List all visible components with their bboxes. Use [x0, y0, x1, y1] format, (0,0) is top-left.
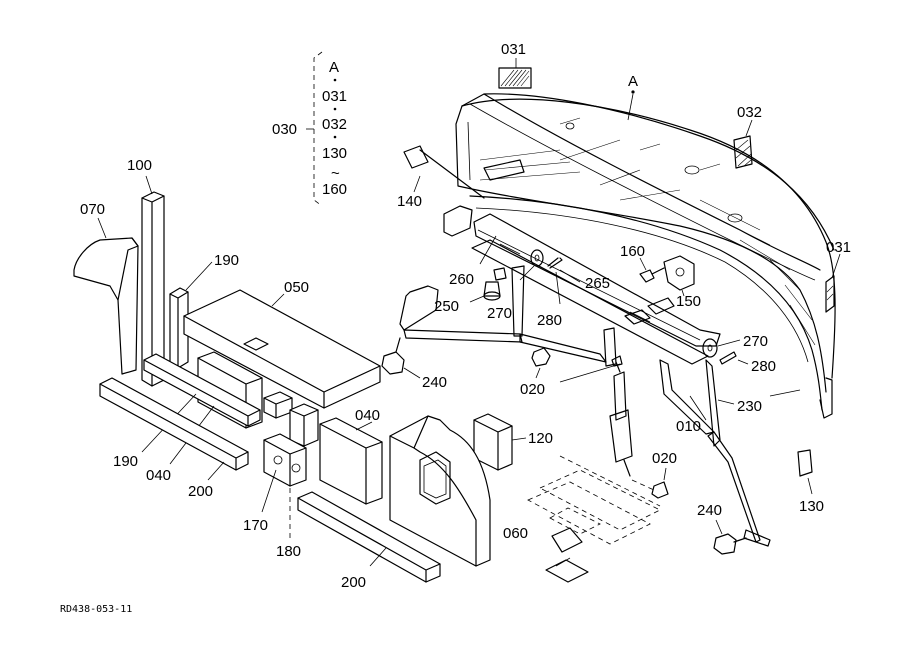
part-160-label: 160 — [620, 243, 645, 260]
part-040-right-label: 040 — [355, 407, 380, 424]
part-250-label: 250 — [434, 298, 459, 315]
part-200-left-label: 200 — [188, 483, 213, 500]
part-020-right-label: 020 — [652, 450, 677, 467]
part-270-right-label: 270 — [743, 333, 768, 350]
part-240-right-label: 240 — [697, 502, 722, 519]
part-070-label: 070 — [80, 201, 105, 218]
part-150-label: 150 — [676, 293, 701, 310]
group-030-item-a: A — [329, 59, 339, 76]
group-030-label: 030 — [272, 121, 297, 138]
foam-parts: 070 100 190 050 190 040 200 — [73, 157, 553, 591]
part-180-label: 180 — [276, 543, 301, 560]
part-270-left-label: 270 — [487, 305, 512, 322]
bracket-frame — [399, 213, 771, 547]
part-040-left-label: 040 — [146, 467, 171, 484]
group-030-bracket: 030 A 031 032 130 ~ 160 — [272, 51, 347, 207]
part-010-label: 010 — [676, 418, 701, 435]
part-190-top-label: 190 — [214, 252, 239, 269]
part-280-right-label: 280 — [751, 358, 776, 375]
group-030-item-031: 031 — [322, 88, 347, 105]
group-030-item-tilde: ~ — [331, 165, 340, 182]
marker-a-label: A — [628, 73, 638, 90]
part-170-label: 170 — [243, 517, 268, 534]
group-030-item-160: 160 — [322, 181, 347, 198]
part-020-left-label: 020 — [520, 381, 545, 398]
label-sticker-032: 032 — [733, 104, 762, 169]
part-031-top-label: 031 — [501, 41, 526, 58]
part-140-label: 140 — [397, 193, 422, 210]
part-060-label: 060 — [503, 525, 528, 542]
group-030-item-130: 130 — [322, 145, 347, 162]
hardware: 160 150 270 280 265 260 250 270 — [381, 235, 824, 555]
part-230-label: 230 — [737, 398, 762, 415]
hood-panel: A — [443, 73, 836, 419]
part-265-label: 265 — [585, 275, 610, 292]
part-200-bottom-label: 200 — [341, 574, 366, 591]
bracket-060: 060 — [503, 455, 661, 583]
reference-code: RD438-053-11 — [60, 604, 132, 615]
part-130-label: 130 — [799, 498, 824, 515]
part-280-left-label: 280 — [537, 312, 562, 329]
group-030-item-032: 032 — [322, 116, 347, 133]
part-050-label: 050 — [284, 279, 309, 296]
part-032-label: 032 — [737, 104, 762, 121]
part-031-right-label: 031 — [826, 239, 851, 256]
part-260-label: 260 — [449, 271, 474, 288]
label-sticker-031-top: 031 — [498, 41, 532, 89]
part-240-left-label: 240 — [422, 374, 447, 391]
part-120-label: 120 — [528, 430, 553, 447]
part-190-bottom-label: 190 — [113, 453, 138, 470]
rod-140: 140 — [397, 145, 485, 210]
part-100-label: 100 — [127, 157, 152, 174]
label-sticker-031-right: 031 — [825, 239, 851, 313]
